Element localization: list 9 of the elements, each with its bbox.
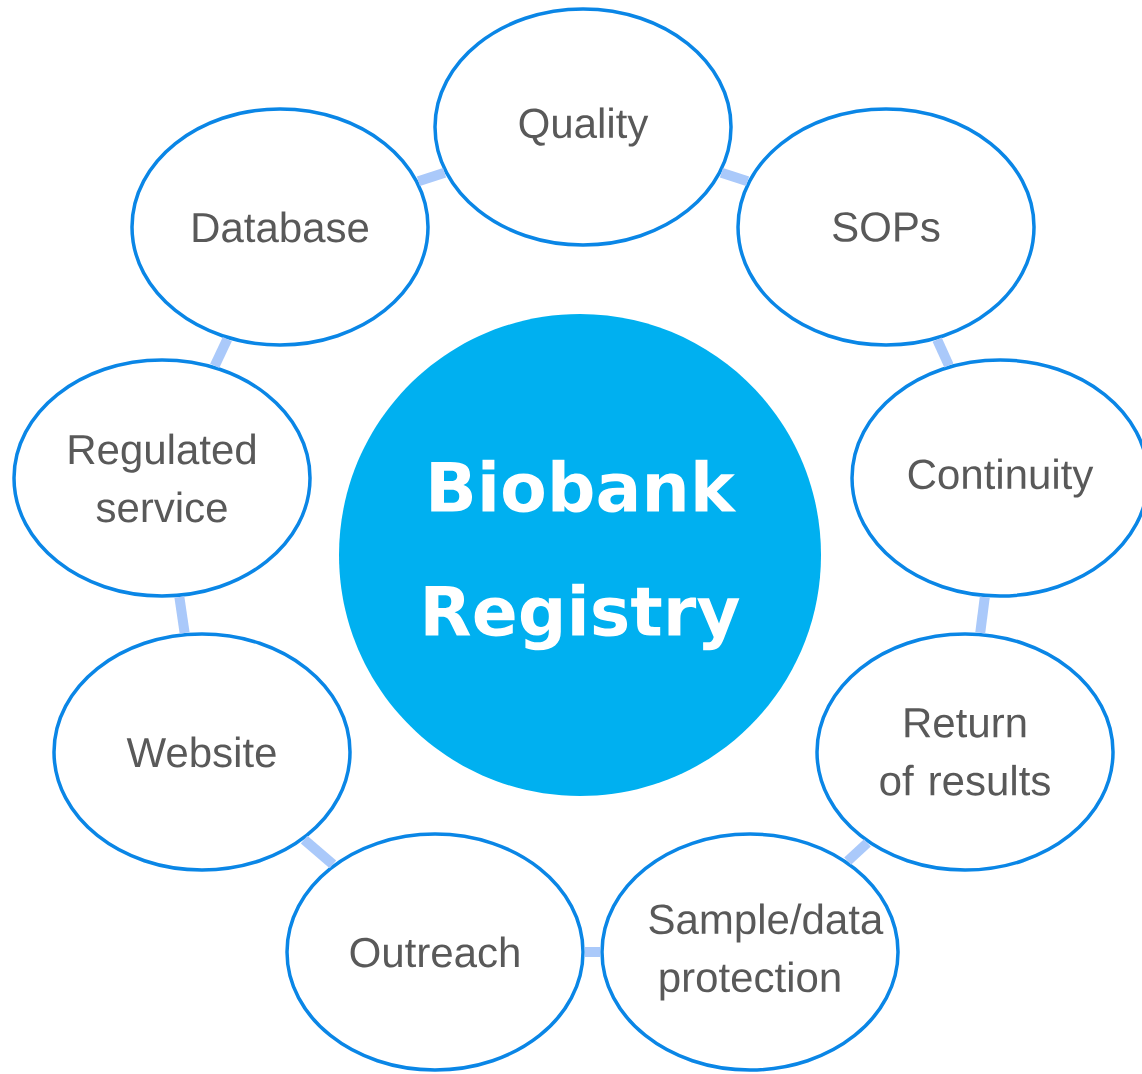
connector — [300, 835, 337, 869]
connector — [584, 947, 601, 957]
connector — [210, 336, 232, 369]
connector — [932, 337, 954, 368]
connector — [975, 596, 990, 634]
connector — [174, 596, 190, 634]
connector — [844, 839, 871, 865]
connector — [719, 167, 750, 187]
connector — [416, 167, 447, 187]
